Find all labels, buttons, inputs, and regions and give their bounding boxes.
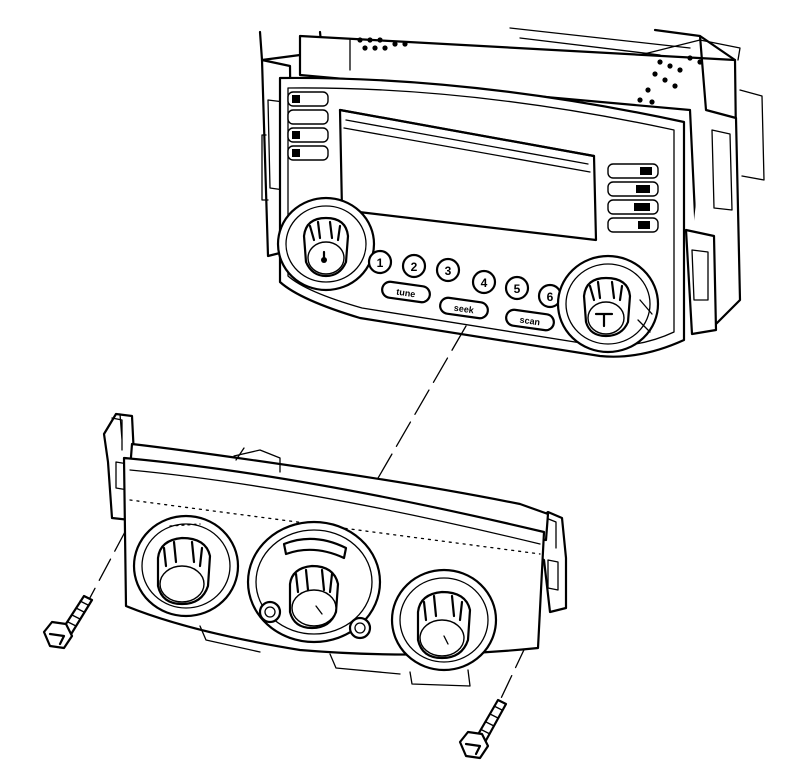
preset-button-4: 4 xyxy=(471,269,497,295)
radio-volume-knob xyxy=(276,196,376,292)
hvac-mode-knob xyxy=(246,520,382,644)
radio-preset-buttons: 1 2 3 4 5 6 xyxy=(367,249,563,309)
radio-unit: 1 2 3 4 5 6 xyxy=(258,27,765,358)
seek-button: seek xyxy=(439,296,489,320)
preset-button-6: 6 xyxy=(537,283,563,309)
right-mounting-screw xyxy=(458,698,508,760)
hvac-control-panel xyxy=(102,412,568,687)
hvac-temperature-knob xyxy=(390,568,498,672)
hvac-recirc-slider xyxy=(282,537,348,560)
tune-button: tune xyxy=(381,280,431,304)
tune-label: tune xyxy=(396,287,416,300)
chassis-vent-dots xyxy=(357,37,703,105)
preset-label-4: 4 xyxy=(481,276,488,290)
radio-display xyxy=(338,108,598,242)
preset-label-5: 5 xyxy=(514,282,521,296)
hvac-fan-speed-knob xyxy=(132,514,240,618)
left-button-2 xyxy=(287,109,329,125)
hvac-left-button xyxy=(258,600,282,624)
preset-button-2: 2 xyxy=(401,253,427,279)
radio-tuning-knob xyxy=(556,254,660,354)
radio-tune-buttons: tune seek scan xyxy=(381,280,555,332)
left-mounting-screw xyxy=(42,594,94,650)
preset-button-3: 3 xyxy=(435,257,461,283)
preset-label-1: 1 xyxy=(377,256,384,270)
right-button-2 xyxy=(607,181,659,197)
preset-label-2: 2 xyxy=(411,260,418,274)
seek-label: seek xyxy=(453,303,475,316)
preset-button-5: 5 xyxy=(504,275,530,301)
preset-label-3: 3 xyxy=(445,264,452,278)
hvac-right-button xyxy=(348,616,372,640)
preset-button-1: 1 xyxy=(367,249,393,275)
radio-left-button-stack xyxy=(287,91,329,161)
scan-button: scan xyxy=(505,308,555,332)
scan-label: scan xyxy=(519,315,541,328)
alignment-line-center xyxy=(369,325,467,493)
preset-label-6: 6 xyxy=(547,290,554,304)
radio-right-button-stack xyxy=(607,163,659,233)
right-button-3 xyxy=(607,199,659,215)
right-button-4 xyxy=(607,217,659,233)
